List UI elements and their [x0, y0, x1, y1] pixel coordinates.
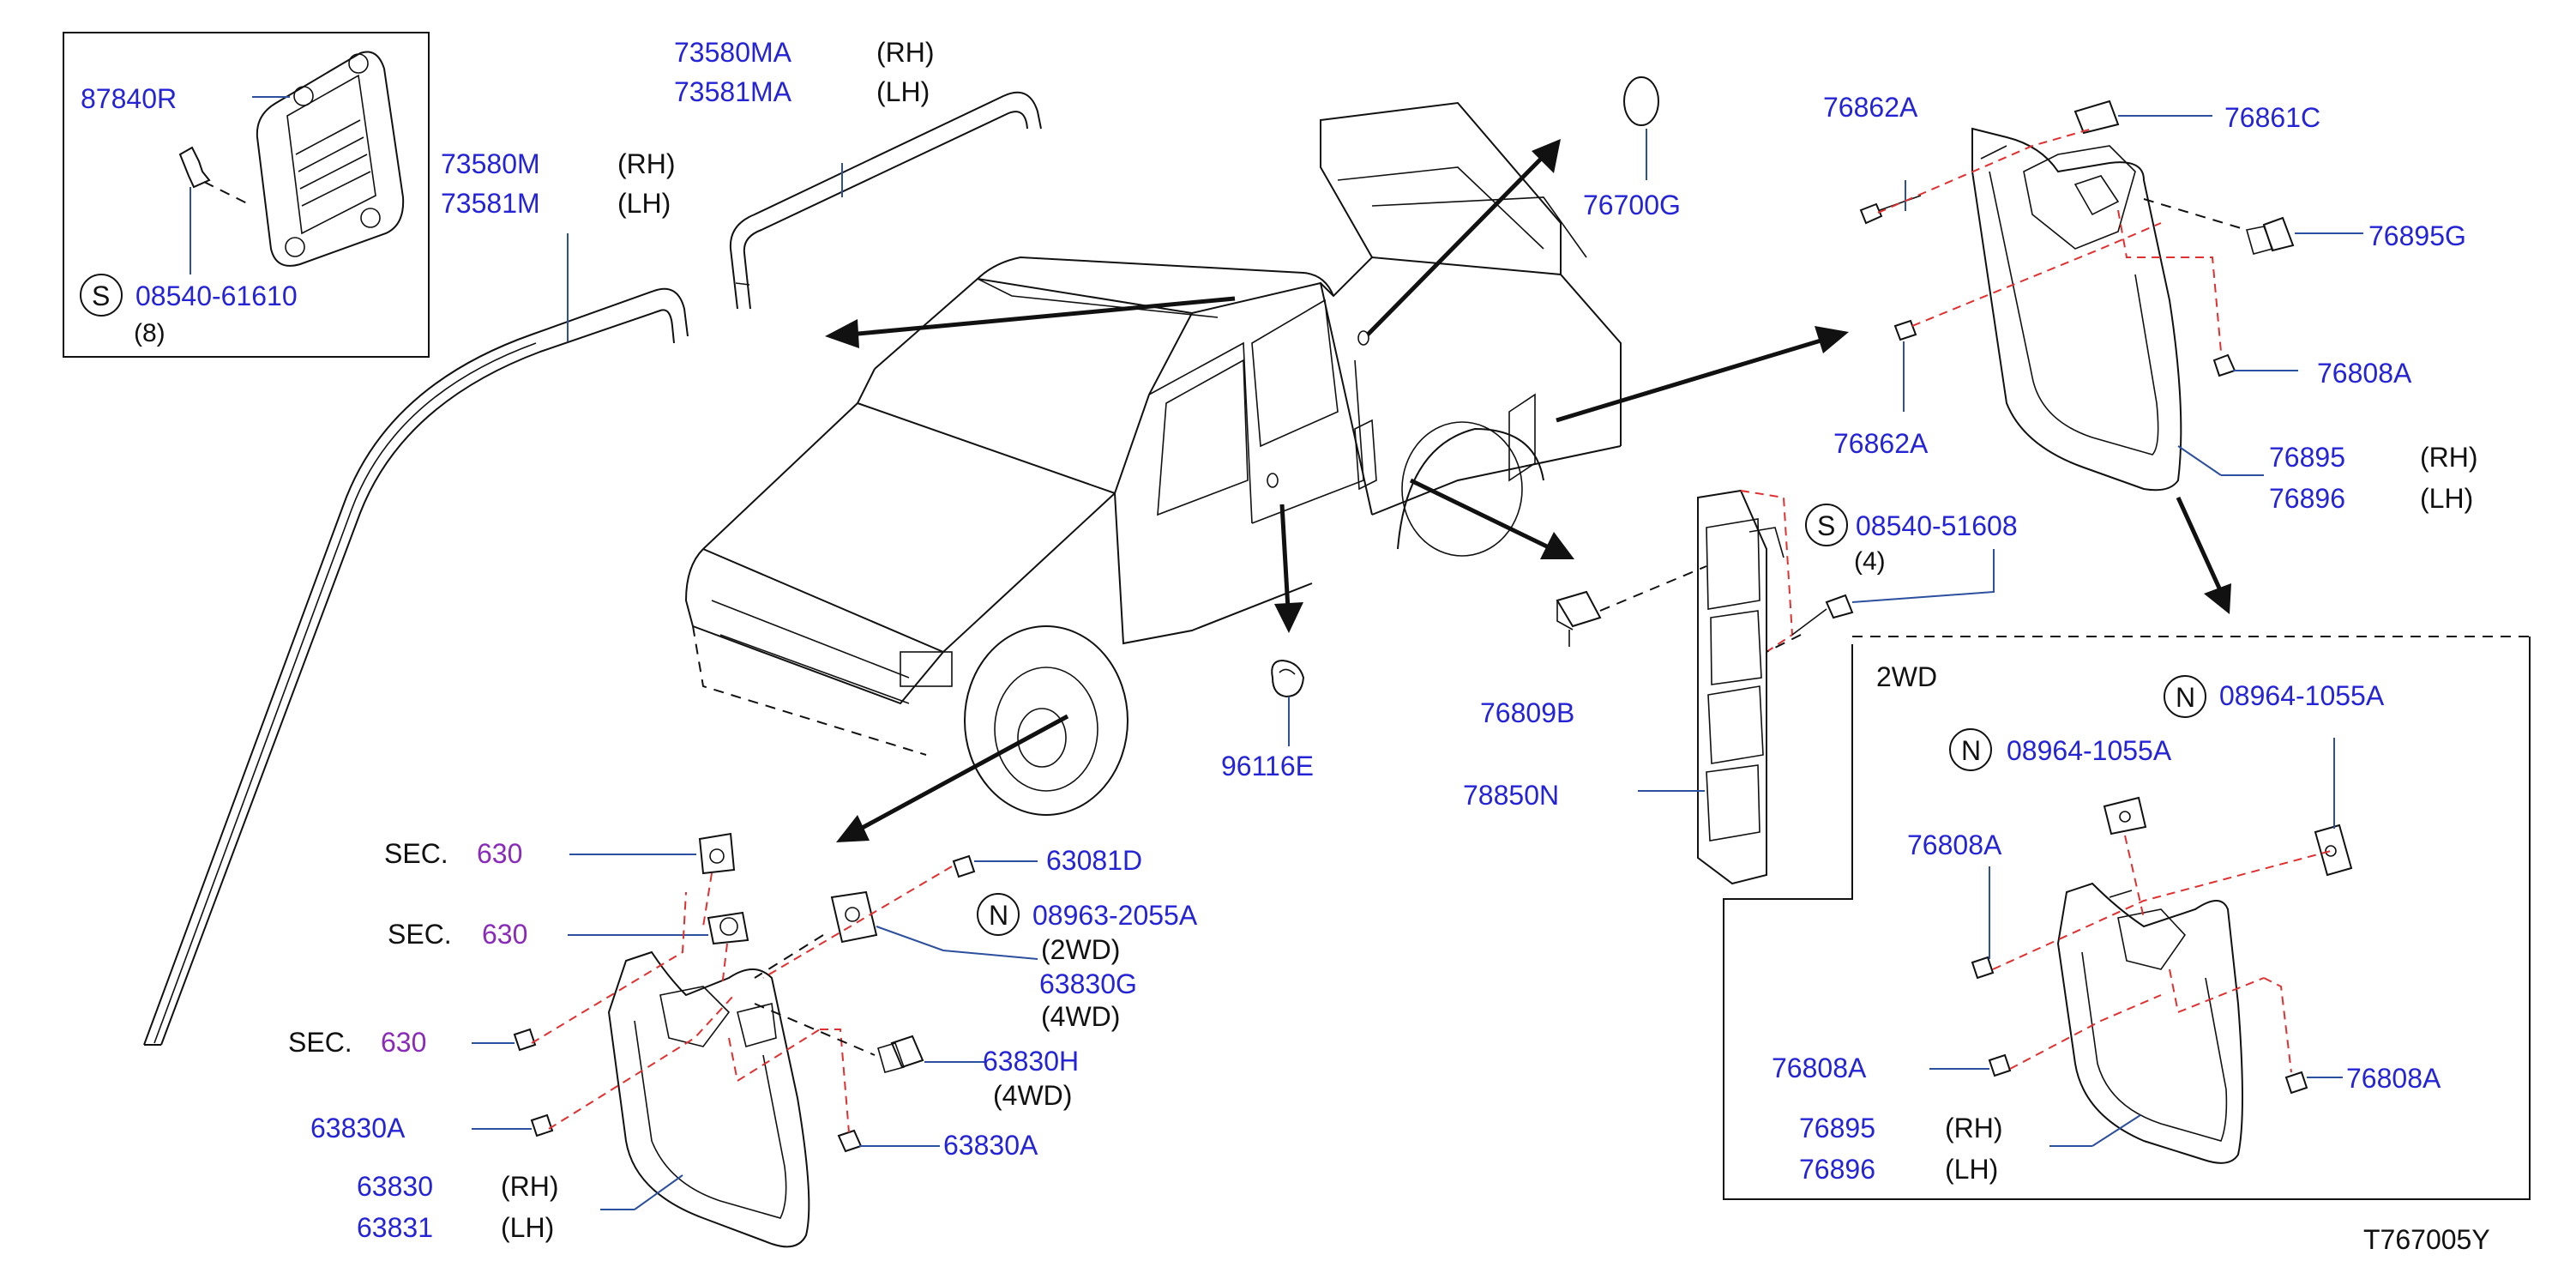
label-sec-630-1: 630 [477, 838, 522, 869]
n-nut-symbol-letter: N [989, 900, 1008, 931]
label-73580MA: 73580MA [674, 37, 792, 68]
label-76896-inset-lh: (LH) [1945, 1154, 1998, 1185]
label-08964-1055A: 08964-1055A [2007, 735, 2172, 766]
label-76896-inset: 76896 [1799, 1154, 1875, 1185]
label-63830A-left: 63830A [310, 1113, 406, 1143]
label-76808A-inset-left: 76808A [1772, 1053, 1867, 1083]
label-76808A-rear: 76808A [2317, 358, 2412, 389]
label-sec-1: SEC. [384, 838, 448, 869]
label-08540-51608: 08540-51608 [1856, 510, 2018, 541]
label-08964-1055A-top: 08964-1055A [2219, 680, 2385, 711]
label-73580MA-rh: (RH) [876, 37, 935, 68]
label-4wd-1: (4WD) [1041, 1001, 1120, 1032]
label-4wd-2: (4WD) [993, 1080, 1072, 1111]
label-76895-rear: 76895 [2269, 442, 2345, 473]
callout-arrows [825, 139, 2231, 842]
s-bolt-symbol [80, 274, 123, 317]
n-nut-symbol-3-letter: N [1961, 735, 1981, 766]
label-63830G: 63830G [1039, 968, 1137, 999]
label-76895-rear-rh: (RH) [2420, 442, 2478, 473]
inset-mudguard-cover [63, 32, 430, 358]
cap-76700G [1623, 76, 1659, 180]
label-08540-61610: 08540-61610 [135, 281, 298, 311]
label-2wd: (2WD) [1041, 934, 1120, 965]
label-73581MA-lh: (LH) [876, 76, 930, 107]
label-63830H: 63830H [983, 1046, 1079, 1077]
molding-long [143, 233, 689, 1046]
diagram-id: T767005Y [2363, 1224, 2490, 1255]
label-sec-2: SEC. [388, 919, 452, 950]
n-nut-symbol-2 [2164, 675, 2206, 718]
label-76862A-top: 76862A [1823, 92, 1918, 123]
label-63830-rh: (RH) [501, 1171, 559, 1202]
front-mudguard-assembly [472, 832, 1038, 1248]
label-76896-rear: 76896 [2269, 483, 2345, 514]
n-nut-symbol [977, 893, 1020, 936]
n-nut-symbol-3 [1949, 728, 1992, 771]
label-73580M: 73580M [441, 148, 540, 179]
label-63830A-right: 63830A [943, 1130, 1038, 1161]
rear-mudguard-assembly [1859, 100, 2363, 492]
s-bolt-symbol-letter: S [92, 281, 110, 311]
label-76895G: 76895G [2368, 220, 2466, 251]
label-63831: 63831 [357, 1212, 433, 1243]
label-76809B: 76809B [1480, 697, 1574, 728]
label-sec-630-2: 630 [482, 919, 527, 950]
label-qty-8: (8) [134, 319, 166, 347]
label-76808A-inset-right: 76808A [2346, 1063, 2441, 1094]
grommet-96116E [1271, 659, 1305, 746]
inset-2wd-box [1723, 636, 2531, 1200]
label-76895-inset: 76895 [1799, 1113, 1875, 1143]
label-76862A-mid: 76862A [1833, 428, 1929, 459]
label-73580M-rh: (RH) [617, 148, 676, 179]
label-73581M: 73581M [441, 188, 540, 219]
label-63830: 63830 [357, 1171, 433, 1202]
n-nut-symbol-2-letter: N [2176, 682, 2195, 713]
label-87840R: 87840R [81, 83, 177, 114]
label-73581M-lh: (LH) [617, 188, 671, 219]
label-73581MA: 73581MA [674, 76, 792, 107]
label-76808A-inset-top: 76808A [1907, 830, 2002, 860]
label-sec-3: SEC. [288, 1027, 352, 1058]
pickup-truck-illustration [684, 101, 1622, 816]
label-inset-2wd: 2WD [1876, 661, 1937, 692]
label-76700G: 76700G [1583, 190, 1681, 220]
label-63831-lh: (LH) [501, 1212, 554, 1243]
label-76861C: 76861C [2224, 102, 2320, 133]
label-76895-inset-rh: (RH) [1945, 1113, 2003, 1143]
molding-upper [729, 91, 1042, 310]
s-bolt-symbol-2-letter: S [1817, 510, 1835, 541]
label-63081D: 63081D [1046, 845, 1142, 876]
label-sec-630-3: 630 [381, 1027, 426, 1058]
label-qty-4: (4) [1854, 547, 1886, 576]
label-08963-2055A: 08963-2055A [1032, 900, 1198, 931]
label-78850N: 78850N [1463, 780, 1559, 811]
label-96116E: 96116E [1221, 751, 1314, 781]
fender-gasket-assembly [1556, 489, 1995, 885]
s-bolt-symbol-2 [1805, 504, 1848, 546]
label-76896-rear-lh: (LH) [2420, 483, 2473, 514]
